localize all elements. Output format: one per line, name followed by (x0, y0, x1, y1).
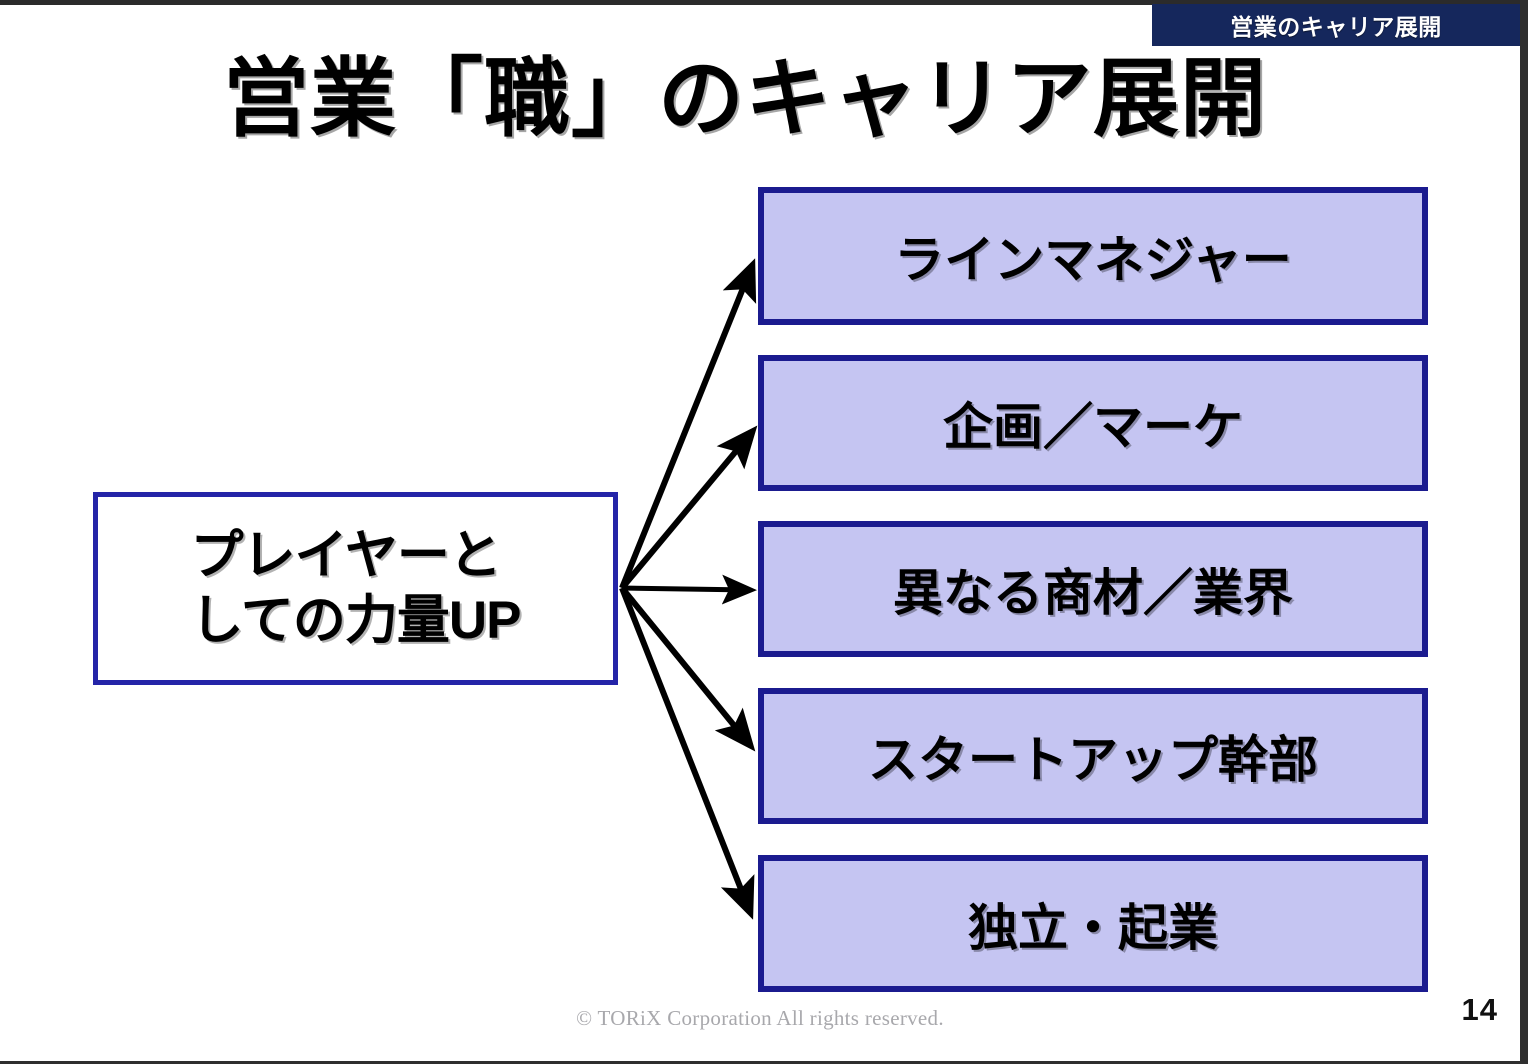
dest-node-label: スタートアップ幹部 (868, 732, 1318, 788)
dest-node-different-product-industry: 異なる商材／業界 (758, 521, 1428, 657)
arrow-to-dest-3 (621, 574, 757, 605)
section-tag-label: 営業のキャリア展開 (1230, 14, 1442, 40)
source-node-player-strength: プレイヤーと しての力量UP (93, 492, 618, 685)
arrow-to-dest-4 (619, 586, 756, 752)
section-tag: 営業のキャリア展開 (1152, 4, 1520, 46)
page-title: 営業「職」のキャリア展開 (223, 51, 1267, 147)
dest-node-startup-executive: スタートアップ幹部 (758, 688, 1428, 824)
bottom-edge-band (0, 1061, 1528, 1064)
source-node-line-1: プレイヤーと (190, 525, 501, 585)
dest-node-label: ラインマネジャー (894, 232, 1292, 288)
arrow-to-dest-1 (619, 258, 757, 590)
dest-node-independence-entrepreneurship: 独立・起業 (758, 855, 1428, 992)
arrow-to-dest-5 (619, 586, 755, 920)
copyright-notice: © TORiX Corporation All rights reserved. (576, 1006, 944, 1030)
dest-node-planning-marketing: 企画／マーケ (758, 355, 1428, 491)
source-node-line-2: しての力量UP (190, 590, 521, 650)
dest-node-label: 独立・起業 (968, 899, 1218, 956)
arrow-to-dest-2 (619, 425, 758, 590)
right-edge-band (1520, 0, 1528, 1064)
dest-node-line-manager: ラインマネジャー (758, 187, 1428, 325)
source-node-text: プレイヤーと しての力量UP (190, 524, 521, 653)
dest-node-label: 異なる商材／業界 (893, 565, 1293, 621)
dest-node-label: 企画／マーケ (943, 399, 1243, 455)
top-edge-band (0, 0, 1528, 5)
page-number: 14 (1461, 992, 1498, 1027)
